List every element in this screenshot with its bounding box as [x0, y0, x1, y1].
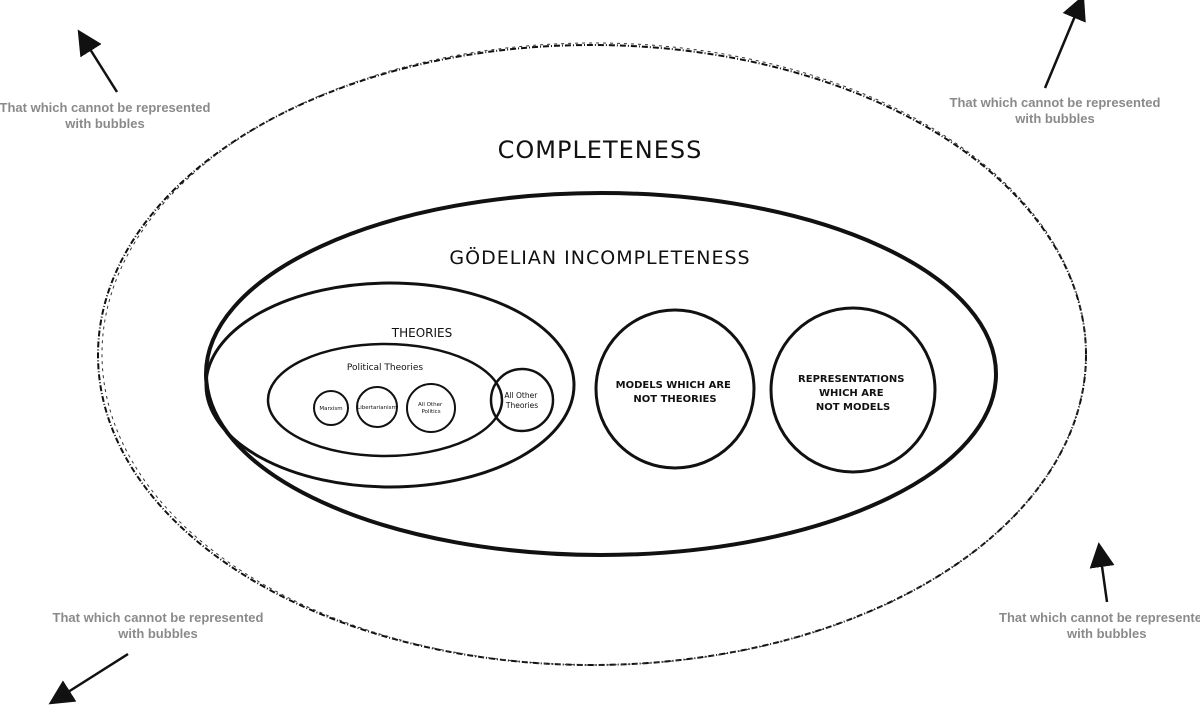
- outside-note-bottom-right-line-2: with bubbles: [1067, 626, 1147, 641]
- godelian-incompleteness-label: GÖDELIAN INCOMPLETENESS: [449, 246, 750, 269]
- all-other-theories-bubble: [489, 367, 555, 433]
- models-line-1: MODELS WHICH ARE: [616, 380, 731, 391]
- outside-note-bottom-left-line-2: with bubbles: [118, 626, 198, 641]
- outside-note-bottom-left: That which cannot be represented with bu…: [38, 610, 278, 642]
- theories-boundary: [204, 281, 576, 489]
- outside-note-top-right-line-1: That which cannot be represented: [949, 95, 1161, 110]
- completeness-label: COMPLETENESS: [498, 136, 703, 164]
- outside-note-top-right: That which cannot be represented with bu…: [935, 95, 1175, 127]
- models-line-2: NOT THEORIES: [633, 394, 716, 405]
- all-other-politics-line-1: All Other: [418, 402, 443, 408]
- all-other-theories-label: All Other Theories: [504, 391, 539, 410]
- representations-line-1: REPRESENTATIONS: [798, 374, 904, 385]
- political-theories-label: Political Theories: [347, 363, 423, 373]
- models-bubble: [594, 308, 756, 470]
- all-other-politics-line-2: Politics: [421, 409, 440, 415]
- completeness-boundary-sketch: [101, 42, 1087, 666]
- outside-note-top-left: That which cannot be represented with bu…: [0, 100, 225, 132]
- outside-note-bottom-right: That which cannot be represented with bu…: [986, 610, 1200, 642]
- marxism-bubble: [313, 390, 349, 426]
- outside-note-bottom-right-line-1: That which cannot be represented: [999, 610, 1200, 625]
- theories-label: THEORIES: [391, 326, 452, 340]
- representations-line-2: WHICH ARE: [819, 388, 884, 399]
- models-label: MODELS WHICH ARE NOT THEORIES: [616, 380, 735, 405]
- outside-note-top-left-line-1: That which cannot be represented: [0, 100, 211, 115]
- marxism-label: Marxism: [319, 406, 342, 412]
- all-other-theories-line-2: Theories: [505, 401, 538, 410]
- representations-bubble: [769, 306, 937, 474]
- outside-note-top-left-line-2: with bubbles: [65, 116, 145, 131]
- outside-note-top-right-line-2: with bubbles: [1015, 111, 1095, 126]
- representations-label: REPRESENTATIONS WHICH ARE NOT MODELS: [798, 374, 908, 413]
- libertarianism-bubble: [356, 386, 398, 428]
- representations-line-3: NOT MODELS: [816, 402, 890, 413]
- outside-note-bottom-left-line-1: That which cannot be represented: [52, 610, 264, 625]
- all-other-politics-label: All Other Politics: [418, 402, 444, 415]
- all-other-theories-line-1: All Other: [504, 391, 538, 400]
- all-other-politics-bubble: [406, 383, 456, 433]
- arrow-bottom-left: [48, 652, 129, 705]
- libertarianism-label: Libertarianism: [357, 405, 397, 411]
- arrow-bottom-right: [1089, 542, 1115, 603]
- arrow-top-right: [1043, 0, 1086, 89]
- arrow-top-left: [77, 29, 119, 93]
- political-theories-boundary: [266, 342, 504, 458]
